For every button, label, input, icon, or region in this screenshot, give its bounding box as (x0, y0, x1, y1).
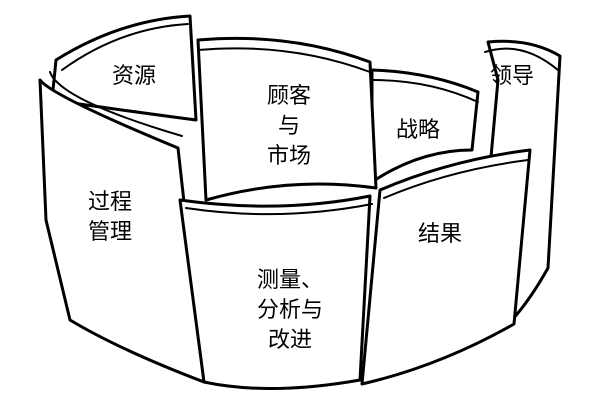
label-process-management-line-1: 过程 (88, 190, 133, 215)
label-leadership-line-1: 领导 (490, 64, 535, 89)
label-measurement-line-2: 分析与 (256, 298, 323, 323)
segment-measurement-edge (185, 203, 373, 216)
segment-results (360, 148, 532, 386)
label-customers-market-line-1: 顾客 (266, 84, 311, 109)
label-strategy: 战略 (396, 116, 440, 146)
segment-customers-market-edge (197, 47, 371, 73)
segment-strategy-edge (371, 79, 479, 103)
segment-results-edge (383, 159, 529, 199)
segment-leadership-edge (484, 47, 559, 71)
label-customers-market: 顾客 与 市场 (248, 82, 330, 172)
label-resources: 资源 (112, 62, 156, 92)
label-process-management: 过程 管理 (88, 188, 132, 248)
label-results-line-1: 结果 (418, 222, 463, 247)
label-resources-line-1: 资源 (112, 64, 157, 89)
segment-process-management-edge (49, 71, 183, 137)
label-customers-market-line-3: 市场 (266, 144, 311, 169)
segment-strategy (370, 68, 480, 184)
label-measurement: 测量、 分析与 改进 (240, 266, 340, 356)
label-strategy-line-1: 战略 (396, 118, 441, 143)
label-results: 结果 (418, 220, 462, 250)
segment-customers-market (196, 36, 378, 202)
segment-resources (50, 14, 198, 122)
segment-resources-edge (61, 23, 189, 71)
label-measurement-line-3: 改进 (267, 328, 312, 353)
segment-measurement (178, 194, 372, 391)
label-process-management-line-2: 管理 (88, 220, 133, 245)
label-measurement-line-1: 测量、 (256, 268, 323, 293)
label-customers-market-line-2: 与 (277, 114, 300, 139)
label-leadership: 领导 (490, 62, 534, 92)
